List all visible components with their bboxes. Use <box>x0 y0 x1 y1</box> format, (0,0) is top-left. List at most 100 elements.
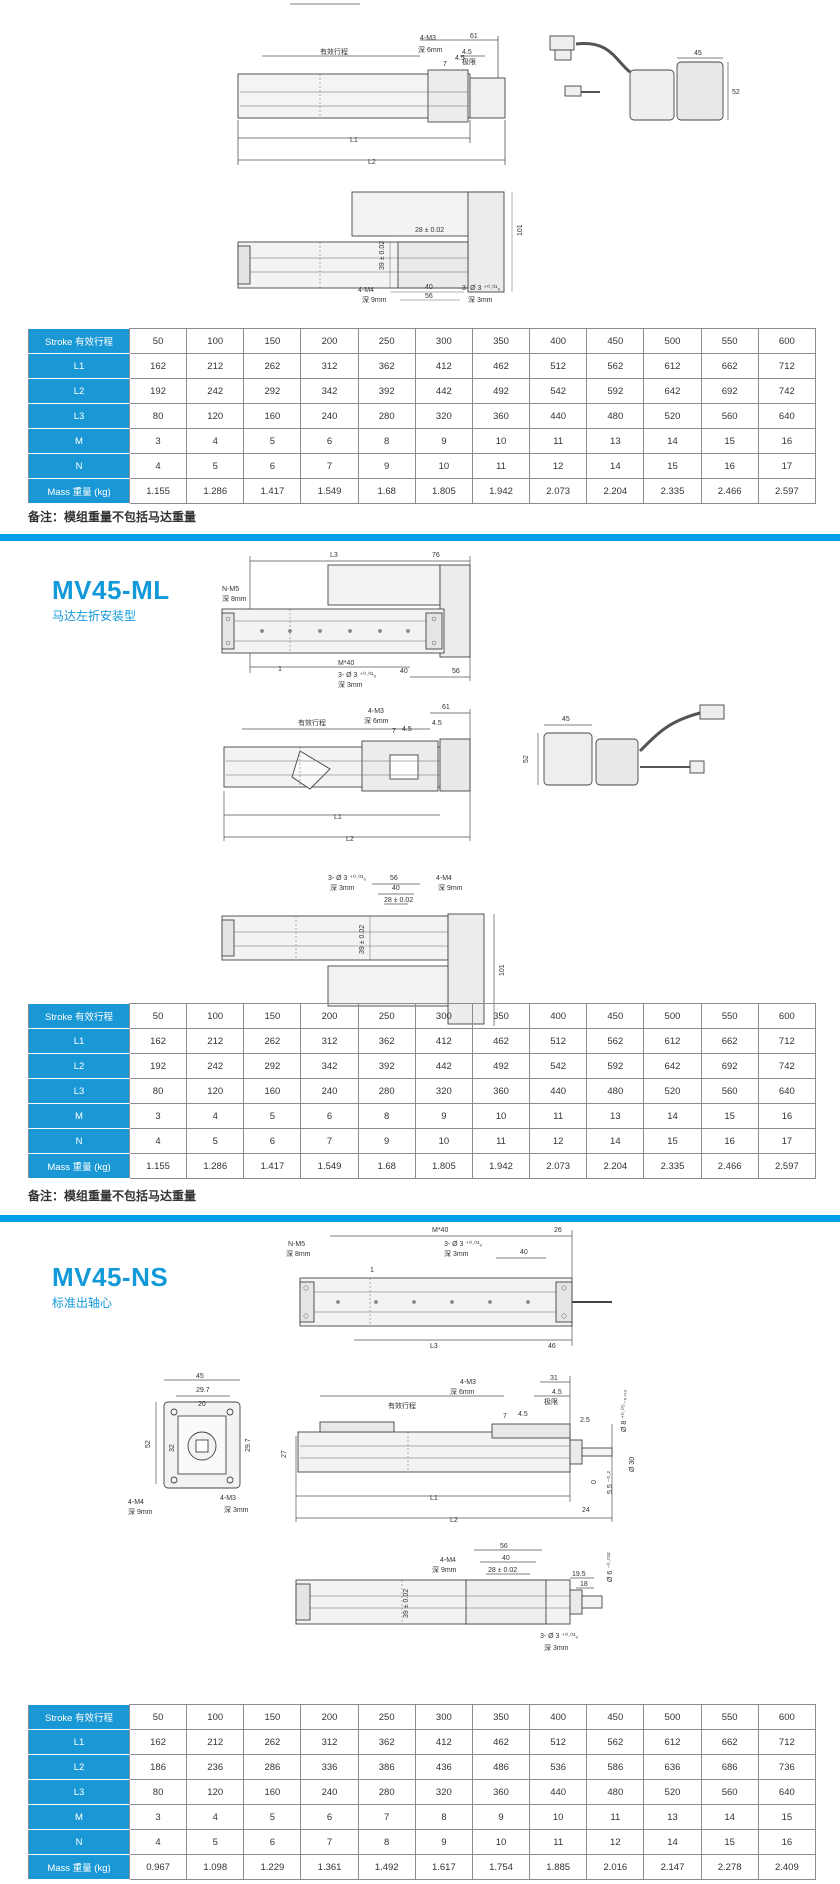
dim-4-5: 4.5 <box>462 49 472 56</box>
dim-L1: L1 <box>430 1495 438 1502</box>
table-cell: 240 <box>300 1779 359 1805</box>
table-cell: 536 <box>529 1754 588 1780</box>
table-cell: 312 <box>300 1729 359 1755</box>
table-cell: 212 <box>186 353 245 379</box>
table-cell: 350 <box>471 328 531 354</box>
dim-28: 28 ± 0.02 <box>415 227 444 234</box>
table-cell: 14 <box>643 428 702 454</box>
table-cell: 9 <box>357 453 416 479</box>
table-cell: 280 <box>357 403 416 429</box>
table-cell: 362 <box>357 353 416 379</box>
table-cell: 1.155 <box>128 1153 188 1179</box>
table-cell: 11 <box>586 1804 645 1830</box>
table-cell: 5 <box>243 1804 302 1830</box>
table-cell: 542 <box>529 378 588 404</box>
table-cell: 8 <box>357 1103 416 1129</box>
table-cell: 2.466 <box>700 1153 759 1179</box>
dim-61: 61 <box>442 704 450 711</box>
dim-end-m3: 4-M3 <box>220 1495 236 1502</box>
dim-5-5: 5.5 ⁻⁰·² <box>606 1470 614 1494</box>
dim-pin: 3- Ø 3 ⁺⁰·⁰¹₀ <box>338 671 376 679</box>
table-cell: 4 <box>128 453 188 479</box>
table-cell: 712 <box>757 1028 817 1054</box>
row-header: L1 <box>28 1729 130 1755</box>
table-cell: 0.967 <box>128 1854 188 1880</box>
dim-m3-depth: 深 6mm <box>418 45 443 54</box>
dim-L3: L3 <box>330 552 338 559</box>
table-cell: 436 <box>414 1754 473 1780</box>
table-cell: 50 <box>128 328 188 354</box>
table-cell: 1.754 <box>471 1854 531 1880</box>
table-cell: 562 <box>586 1028 645 1054</box>
table-cell: 5 <box>186 1829 245 1855</box>
end-view-drawing: 45 29.7 20 52 32 29.7 4-M4 深 9mm 4-M3 深 … <box>128 1373 252 1516</box>
table-cell: 280 <box>357 1078 416 1104</box>
dim-18: 18 <box>580 1581 588 1588</box>
table-cell: 14 <box>700 1804 759 1830</box>
section-title: MV45-NS <box>52 1262 169 1292</box>
table-cell: 17 <box>757 453 817 479</box>
dim-19-5: 19.5 <box>572 1571 586 1578</box>
dim-L1: L1 <box>334 814 342 821</box>
row-header: Mass 重量 (kg) <box>28 478 130 504</box>
section-mv45-ns: MV45-NS 标准出轴心 M*40 26 N-M5 深 <box>0 1222 840 1884</box>
row-header: L2 <box>28 1053 130 1079</box>
dim-phi8: Ø 8 ⁺⁰·⁰⁵₋₀.₀₃ <box>620 1390 628 1432</box>
table-cell: 200 <box>300 328 359 354</box>
table-cell: 250 <box>357 328 416 354</box>
dim-pin-depth: 深 3mm <box>468 295 493 304</box>
table-cell: 2.204 <box>586 478 645 504</box>
table-cell: 512 <box>529 353 588 379</box>
table-cell: 16 <box>757 1829 817 1855</box>
top-view-drawing: L3 76 N-M5 深 8mm 1 3- Ø 3 ⁺⁰·⁰¹₀ 深 3mm 4… <box>221 552 471 689</box>
table-cell: 300 <box>414 328 473 354</box>
table-cell: 2.147 <box>643 1854 702 1880</box>
dim-end-52: 52 <box>523 755 530 763</box>
lower-drawing: 3- Ø 3 ⁺⁰·⁰¹₀ 深 3mm 56 40 28 ± 0.02 4-M4… <box>221 874 506 1026</box>
dim-pin-depth: 深 3mm <box>338 680 363 689</box>
table-cell: 6 <box>300 1103 359 1129</box>
dim-39: 39 ± 0.02 <box>379 241 386 270</box>
table-cell: 612 <box>643 1729 702 1755</box>
table-cell: 550 <box>700 1003 759 1029</box>
dim-end-m3-depth: 深 3mm <box>224 1505 249 1514</box>
table-cell: 486 <box>471 1754 531 1780</box>
dim-46: 46 <box>548 1343 556 1350</box>
row-header: L3 <box>28 403 130 429</box>
table-cell: 240 <box>300 1078 359 1104</box>
table-cell: 542 <box>529 1053 588 1079</box>
table-cell: 360 <box>471 403 531 429</box>
row-header: N <box>28 1829 130 1855</box>
dim-26: 26 <box>554 1227 562 1234</box>
table-cell: 392 <box>357 1053 416 1079</box>
table-cell: 586 <box>586 1754 645 1780</box>
table-cell: 2.073 <box>529 1153 588 1179</box>
section-divider <box>0 1215 840 1222</box>
dim-end-m4: 4-M4 <box>128 1499 144 1506</box>
table-cell: 1.549 <box>300 1153 359 1179</box>
table-cell: 742 <box>757 1053 817 1079</box>
table-cell: 3 <box>128 1103 188 1129</box>
section-1: 有效行程 4-M3 深 6mm 7 4.5 61 4.5 极限 L1 L2 45… <box>0 0 840 528</box>
table-cell: 1.885 <box>529 1854 588 1880</box>
dim-pin-depth: 深 3mm <box>330 883 355 892</box>
dim-1: 1 <box>370 1267 374 1274</box>
table-cell: 480 <box>586 1078 645 1104</box>
dim-m40: M*40 <box>338 660 354 667</box>
table-cell: 262 <box>243 1028 302 1054</box>
table-cell: 360 <box>471 1078 531 1104</box>
row-header: Stroke 有效行程 <box>28 1704 130 1730</box>
table-cell: 160 <box>243 403 302 429</box>
table-cell: 520 <box>643 403 702 429</box>
table-cell: 15 <box>643 1128 702 1154</box>
table-cell: 15 <box>700 428 759 454</box>
dim-40: 40 <box>520 1249 528 1256</box>
table-cell: 362 <box>357 1028 416 1054</box>
table-cell: 10 <box>529 1804 588 1830</box>
bottom-view-drawing: 56 40 28 ± 0.02 4-M4 深 9mm 19.5 18 Ø 6 ⁻… <box>295 1543 614 1652</box>
table-cell: 14 <box>643 1829 702 1855</box>
table-cell: 14 <box>643 1103 702 1129</box>
